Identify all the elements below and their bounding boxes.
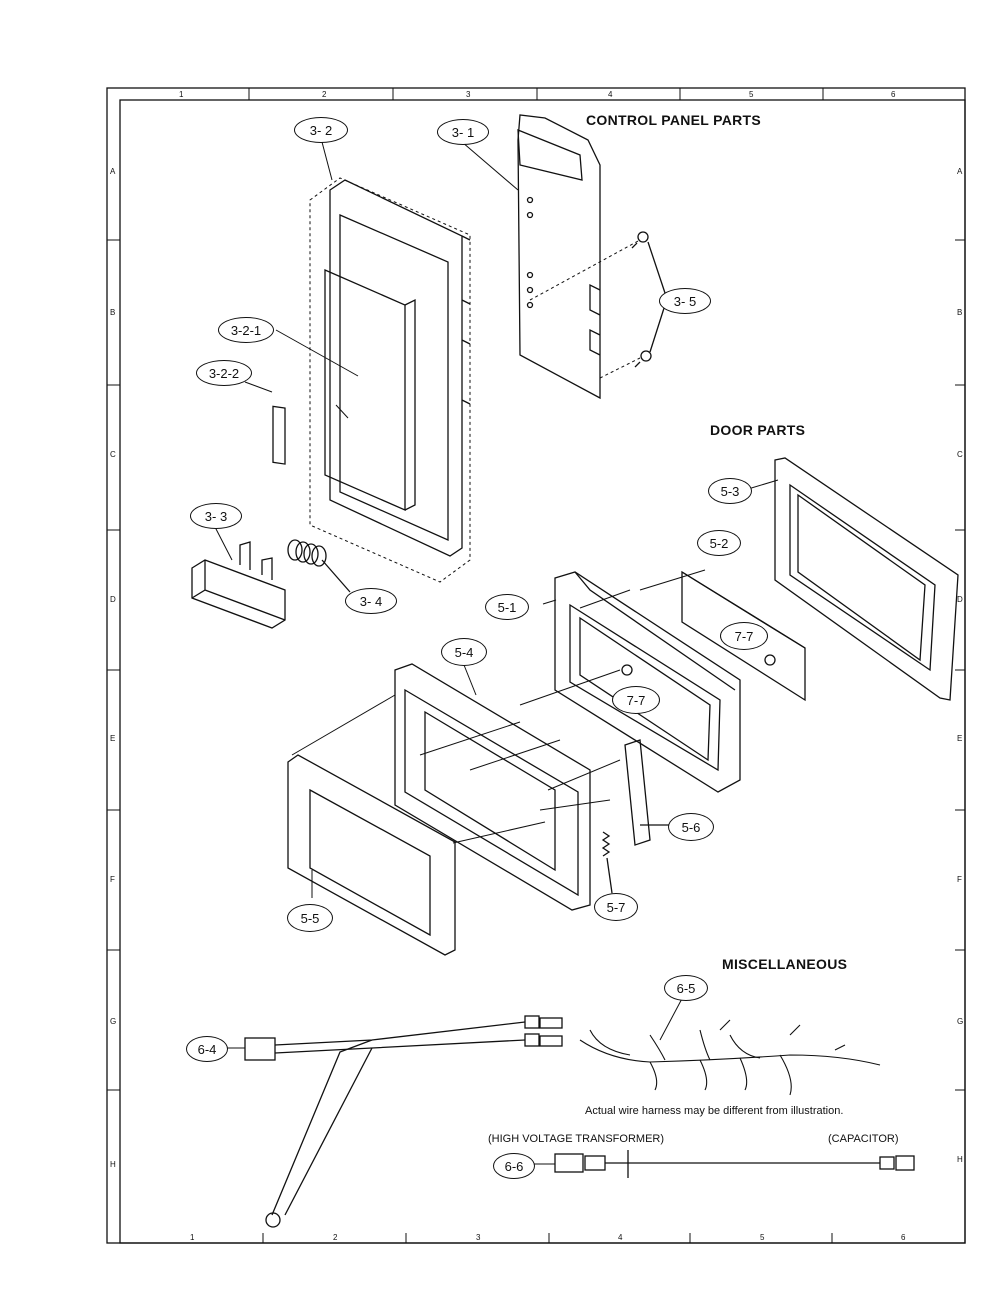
grid-row-h-right: H — [957, 1155, 963, 1164]
grid-col-5-bottom: 5 — [760, 1233, 765, 1242]
grid-row-b-right: B — [957, 308, 963, 317]
grid-col-6-bottom: 6 — [901, 1233, 906, 1242]
callout-6-4: 6-4 — [186, 1036, 228, 1062]
grid-row-c-right: C — [957, 450, 963, 459]
grid-row-b-left: B — [110, 308, 116, 317]
callout-6-6: 6-6 — [493, 1153, 535, 1179]
grid-col-2-top: 2 — [322, 90, 327, 99]
callout-3-2-2: 3-2-2 — [196, 360, 252, 386]
door-outer-panel — [287, 754, 456, 956]
grid-row-g-left: G — [110, 1017, 117, 1026]
callout-3-5: 3- 5 — [659, 288, 711, 314]
grid-ticks — [107, 88, 965, 1243]
section-title-misc: MISCELLANEOUS — [722, 956, 848, 972]
grid-row-e-left: E — [110, 734, 116, 743]
door-frame — [394, 663, 591, 911]
capacitor-label: (CAPACITOR) — [828, 1133, 899, 1145]
callout-5-1: 5-1 — [485, 594, 529, 620]
callout-5-6: 5-6 — [668, 813, 714, 841]
choke-cover — [774, 457, 959, 701]
grid-col-6-top: 6 — [891, 90, 896, 99]
grid-col-4-top: 4 — [608, 90, 613, 99]
callout-3-2-1: 3-2-1 — [218, 317, 274, 343]
wire-harness-6-4 — [244, 1015, 563, 1228]
grid-row-c-left: C — [110, 450, 116, 459]
grid-col-5-top: 5 — [749, 90, 754, 99]
callout-3-2: 3- 2 — [294, 117, 348, 143]
callout-3-4: 3- 4 — [345, 588, 397, 614]
spring — [287, 539, 351, 593]
harness-note: Actual wire harness may be different fro… — [585, 1105, 844, 1117]
grid-row-a-left: A — [110, 167, 116, 176]
callout-3-1: 3- 1 — [437, 119, 489, 145]
grid-row-f-left: F — [110, 875, 115, 884]
door-latch — [624, 739, 670, 846]
callout-7-7-right: 7-7 — [720, 622, 768, 650]
door-open-button — [191, 541, 286, 629]
door-screen-edge — [681, 571, 806, 649]
small-label-part — [272, 405, 286, 465]
grid-row-g-right: G — [957, 1017, 964, 1026]
grid-row-e-right: E — [957, 734, 963, 743]
door-panel — [554, 571, 741, 793]
grid-row-d-left: D — [110, 595, 116, 604]
callout-5-3: 5-3 — [708, 478, 752, 504]
grid-col-3-bottom: 3 — [476, 1233, 481, 1242]
grid-col-1-bottom: 1 — [190, 1233, 195, 1242]
hv-transformer-label: (HIGH VOLTAGE TRANSFORMER) — [488, 1133, 665, 1145]
hv-wire-6-6 — [554, 1150, 915, 1178]
grid-col-1-top: 1 — [179, 90, 184, 99]
latch-spring — [601, 831, 613, 894]
section-title-door: DOOR PARTS — [710, 422, 806, 438]
wire-harness-6-5 — [579, 1019, 881, 1096]
grid-col-4-bottom: 4 — [618, 1233, 623, 1242]
grid-row-d-right: D — [957, 595, 963, 604]
control-board — [517, 114, 641, 400]
inner-frame — [119, 99, 966, 1244]
grid-row-h-left: H — [110, 1160, 116, 1169]
callout-5-2: 5-2 — [697, 530, 741, 556]
callout-5-4: 5-4 — [441, 638, 487, 666]
screw-7-7-a — [621, 664, 633, 676]
outer-frame — [106, 87, 966, 1244]
assembly-lines — [291, 569, 706, 844]
callout-5-7: 5-7 — [594, 893, 638, 921]
callout-6-5: 6-5 — [664, 975, 708, 1001]
screws-3-5 — [631, 231, 666, 368]
callout-5-5: 5-5 — [287, 904, 333, 932]
callout-7-7-center: 7-7 — [612, 686, 660, 714]
grid-row-f-right: F — [957, 875, 962, 884]
control-panel-frame — [309, 177, 471, 583]
grid-col-2-bottom: 2 — [333, 1233, 338, 1242]
key-sheet — [324, 269, 416, 511]
screw-7-7-b — [764, 654, 776, 666]
leader-lines — [214, 141, 779, 1165]
section-title-control-panel: CONTROL PANEL PARTS — [586, 112, 762, 128]
grid-col-3-top: 3 — [466, 90, 471, 99]
grid-row-a-right: A — [957, 167, 963, 176]
callout-3-3: 3- 3 — [190, 503, 242, 529]
